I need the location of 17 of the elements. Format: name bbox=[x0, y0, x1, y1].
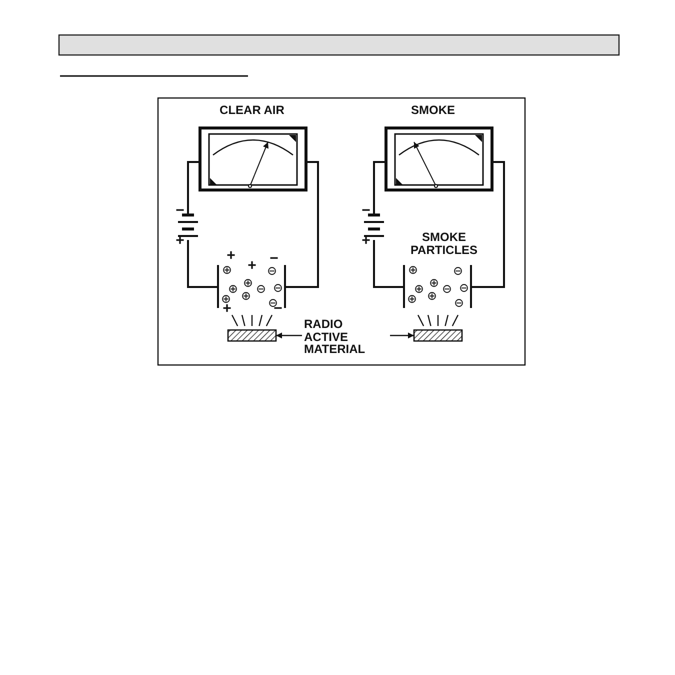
leader-arrow bbox=[276, 332, 302, 338]
charge-sign: + bbox=[226, 248, 236, 264]
charge-sign: − bbox=[272, 301, 284, 317]
polarity-sign: + bbox=[360, 233, 372, 249]
polarity-sign: − bbox=[360, 203, 372, 219]
charge-sign: − bbox=[268, 251, 280, 267]
panel-title: CLEAR AIR bbox=[218, 104, 286, 117]
polarity-sign: + bbox=[174, 233, 186, 249]
charge-sign: + bbox=[246, 258, 258, 274]
panel-title: SMOKE bbox=[410, 104, 456, 117]
radioactive-source-bar bbox=[227, 329, 277, 342]
polarity-sign: − bbox=[174, 203, 186, 219]
radioactive-source-bar bbox=[413, 329, 463, 342]
smoke-particles-label: SMOKE PARTICLES bbox=[409, 231, 479, 256]
callout-text: RADIO ACTIVE MATERIAL bbox=[304, 318, 374, 356]
charge-sign: + bbox=[222, 301, 232, 317]
leader-arrow bbox=[390, 332, 414, 338]
